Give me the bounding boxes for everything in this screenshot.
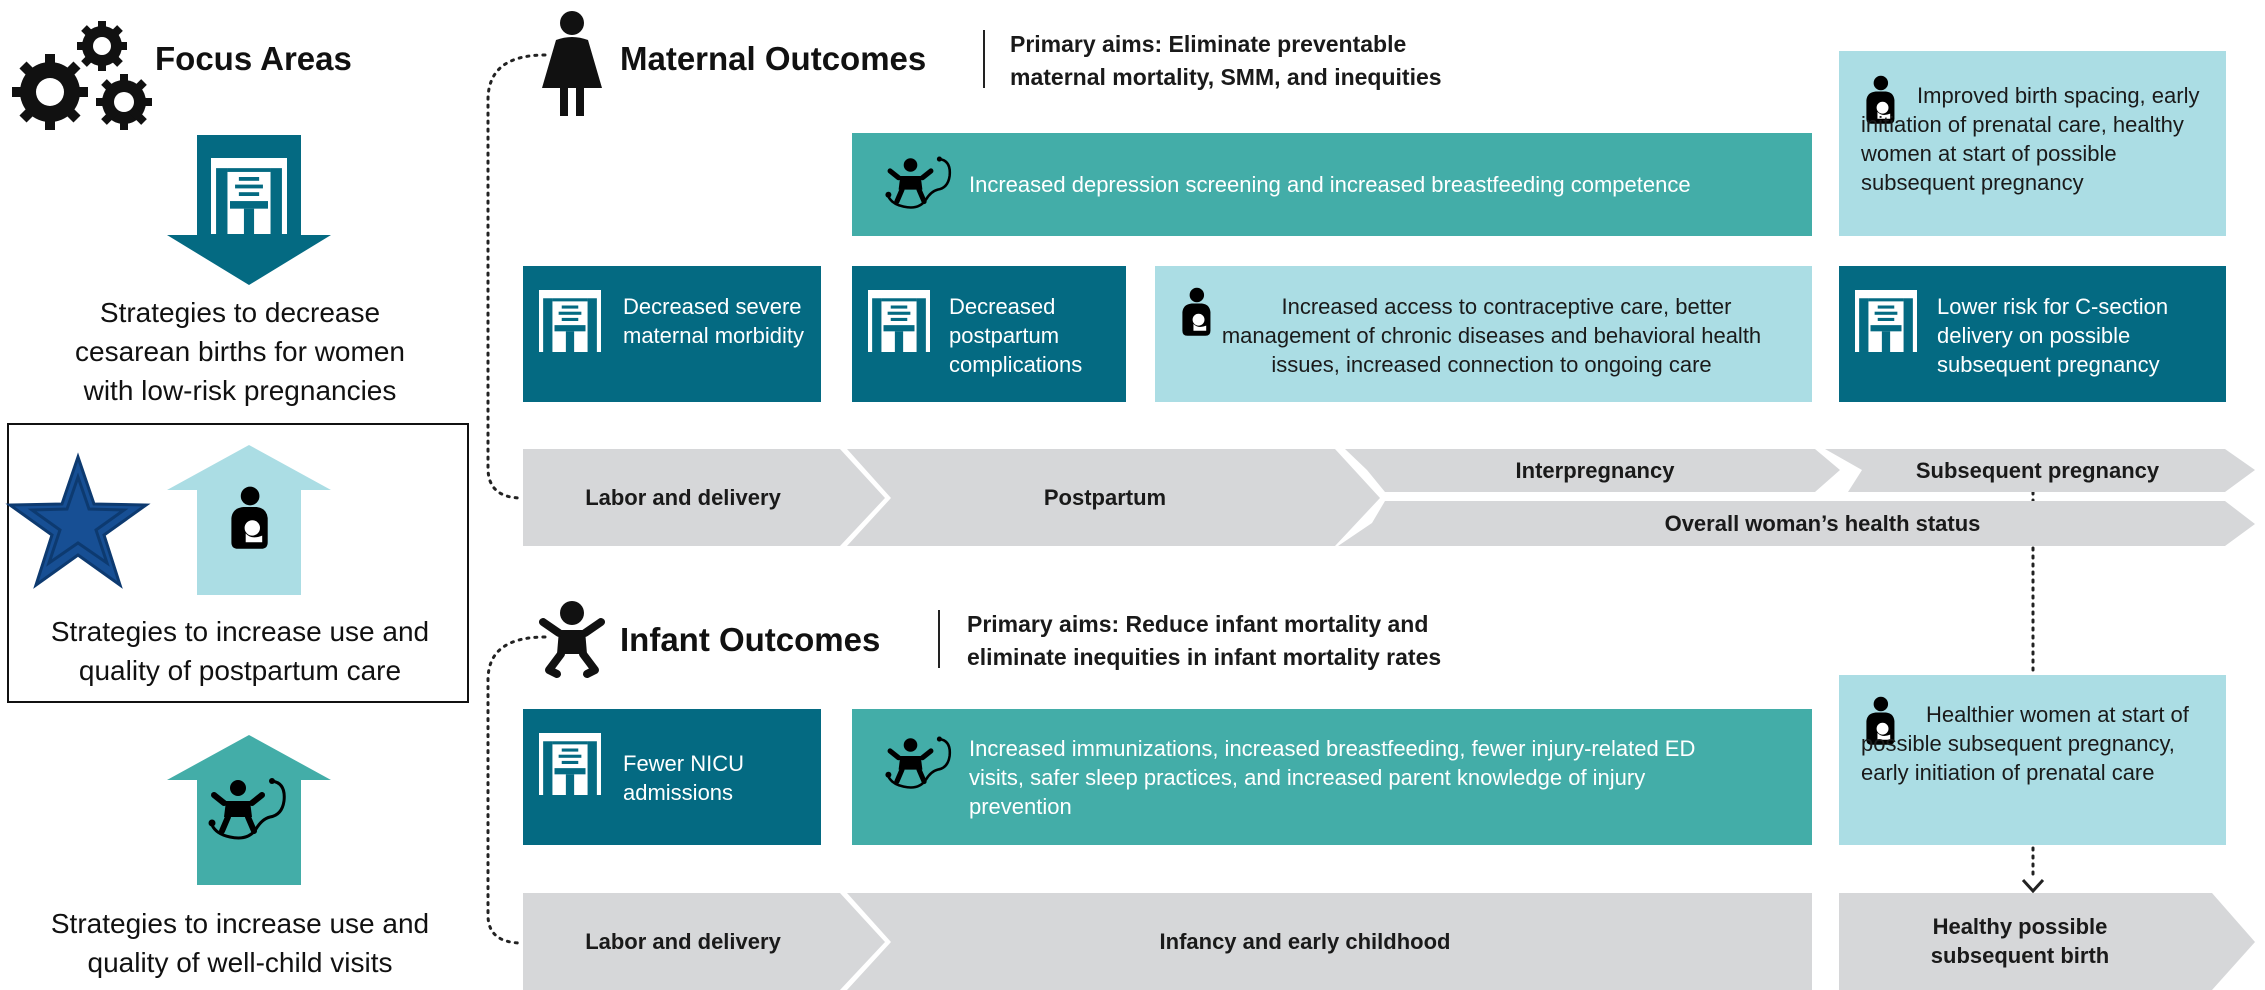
- timeline-subsequent: [1825, 449, 2255, 492]
- csection-box: Lower risk for C-section delivery on pos…: [1839, 266, 2226, 402]
- labor-delivery-label-infant: Labor and delivery: [585, 929, 781, 954]
- complications-box: Decreased postpartum complications: [852, 266, 1126, 402]
- subsequent-pregnancy-label: Subsequent pregnancy: [1915, 458, 2160, 483]
- infant-aims-line-1: Primary aims: Reduce infant mortality an…: [967, 611, 1429, 637]
- postpartum-strategy-frame[interactable]: [7, 423, 469, 703]
- maternal-outcomes-title: Maternal Outcomes: [620, 40, 927, 77]
- timeline-postpartum: [847, 449, 1380, 546]
- infant-outcomes-title: Infant Outcomes: [620, 621, 881, 658]
- timeline-infancy: [847, 893, 1812, 990]
- timeline-overall: [1338, 501, 2255, 546]
- maternal-aims-line-1: Primary aims: Eliminate preventable: [1010, 31, 1407, 57]
- infancy-label: Infancy and early childhood: [1159, 929, 1451, 954]
- star-icon: [5, 452, 151, 590]
- labor-delivery-label-maternal: Labor and delivery: [585, 485, 781, 510]
- maternal-aims: Primary aims: Eliminate preventable mate…: [1010, 28, 1442, 94]
- contraceptive-box: Increased access to contraceptive care, …: [1155, 266, 1812, 402]
- contraceptive-text: Increased access to contraceptive care, …: [1221, 294, 1762, 377]
- healthy-birth-label: Healthy possible subsequent birth: [1930, 914, 2110, 968]
- timeline-labor-maternal: [523, 449, 885, 546]
- immunization-box: Increased immunizations, increased breas…: [852, 709, 1812, 845]
- csection-text: Lower risk for C-section delivery on pos…: [1937, 294, 2169, 377]
- interpregnancy-label: Interpregnancy: [1515, 458, 1675, 483]
- infant-aims-line-2: eliminate inequities in infant mortality…: [967, 644, 1442, 670]
- healthier-women-text: Healthier women at start of possible sub…: [1861, 702, 2189, 785]
- focus-areas-title: Focus Areas: [155, 40, 352, 77]
- birth-spacing-box: Improved birth spacing, early initiation…: [1839, 51, 2226, 236]
- strategy-cesarean-text: Strategies to decrease cesarean births f…: [75, 297, 405, 406]
- strategy-wellchild-text: Strategies to increase use and quality o…: [50, 908, 430, 978]
- birth-spacing-text: Improved birth spacing, early initiation…: [1861, 83, 2200, 195]
- depression-text: Increased depression screening and incre…: [969, 172, 1691, 197]
- depression-box: Increased depression screening and incre…: [852, 133, 1812, 236]
- nicu-box: Fewer NICU admissions: [523, 709, 821, 845]
- baby-icon: [537, 600, 607, 678]
- gears-icon: [12, 20, 154, 135]
- morbidity-box: Decreased severe maternal morbidity: [523, 266, 821, 402]
- overall-health-label: Overall woman’s health status: [1664, 511, 1981, 536]
- strategy-postpartum-text: Strategies to increase use and quality o…: [50, 616, 430, 686]
- timeline-labor-infant: [523, 893, 885, 990]
- complications-text: Decreased postpartum complications: [949, 294, 1083, 377]
- woman-icon: [540, 10, 604, 118]
- timeline-healthy-birth: [1839, 893, 2255, 990]
- immunization-text: Increased immunizations, increased breas…: [969, 736, 1696, 819]
- nicu-text: Fewer NICU admissions: [623, 751, 745, 805]
- postpartum-label: Postpartum: [1043, 485, 1167, 510]
- timeline-interpregnancy: [1345, 449, 1840, 492]
- maternal-separator: [983, 30, 985, 88]
- maternal-aims-line-2: maternal mortality, SMM, and inequities: [1010, 64, 1442, 90]
- healthier-women-box: Healthier women at start of possible sub…: [1839, 675, 2226, 845]
- infant-separator: [938, 610, 940, 668]
- infant-aims: Primary aims: Reduce infant mortality an…: [967, 608, 1441, 674]
- morbidity-text: Decreased severe maternal morbidity: [623, 294, 804, 348]
